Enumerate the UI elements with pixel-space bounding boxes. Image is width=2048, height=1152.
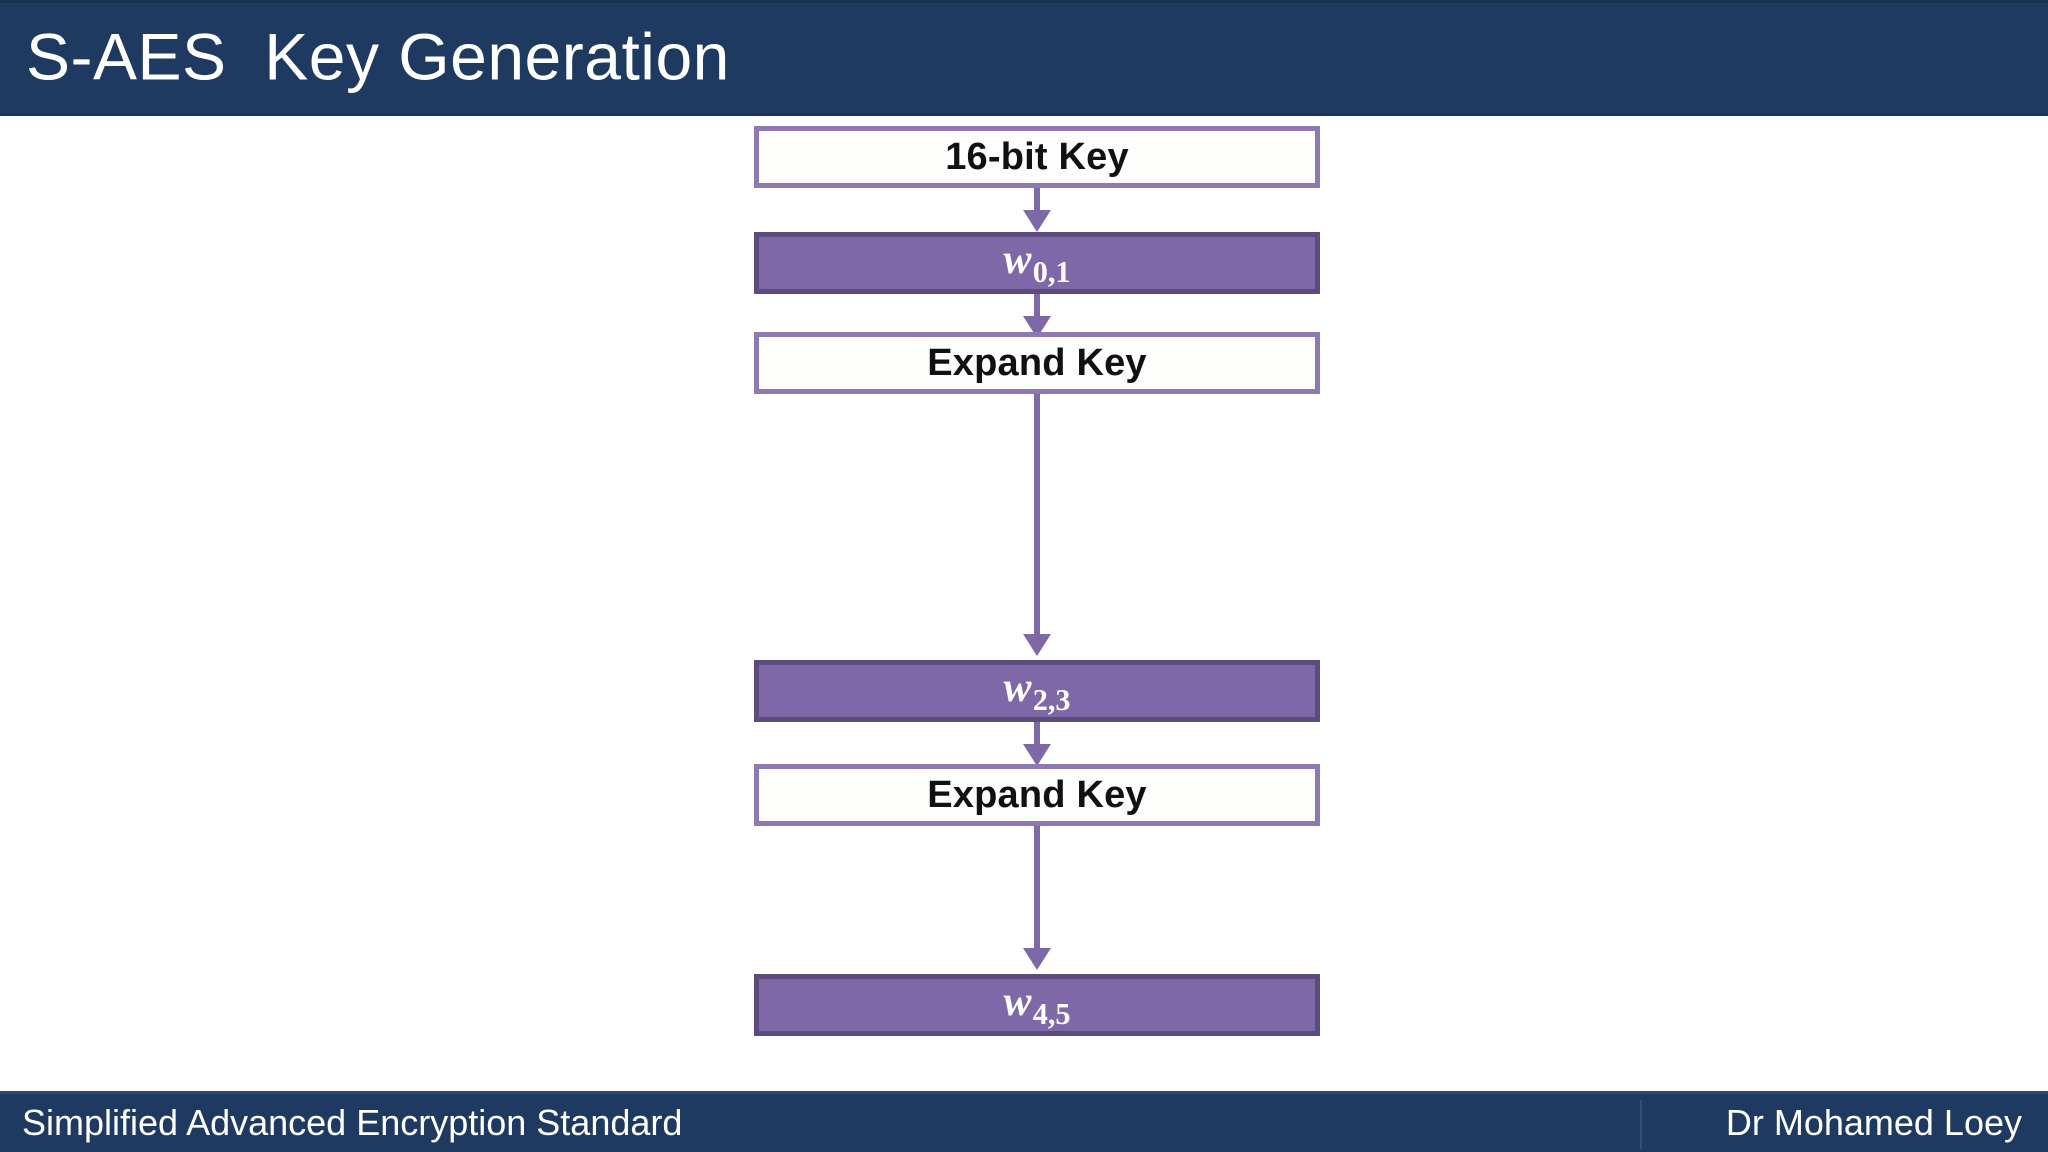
node-w01[interactable]: w0,1 (754, 232, 1320, 294)
footer-author-label: Dr Mohamed Loey (1725, 1102, 2022, 1143)
slide-header: S-AES Key Generation (0, 0, 2048, 116)
arrow-head-icon (1023, 210, 1051, 232)
node-label-base: w (1003, 665, 1032, 712)
diagram-canvas: 16-bit Key w0,1 Expand Key w2,3 Expand K… (0, 116, 2048, 1089)
node-16-bit-key[interactable]: 16-bit Key (754, 126, 1320, 188)
node-label: Expand Key (927, 342, 1147, 384)
arrow-shaft (1034, 826, 1040, 952)
node-label: 16-bit Key (945, 136, 1129, 178)
node-label: w0,1 (1003, 239, 1070, 287)
arrow-head-icon (1023, 634, 1051, 656)
slide-footer: Simplified Advanced Encryption Standard … (0, 1091, 2048, 1152)
node-label: w2,3 (1003, 667, 1070, 715)
node-label-base: w (1003, 237, 1032, 284)
node-w23[interactable]: w2,3 (754, 660, 1320, 722)
page-title: S-AES Key Generation (26, 19, 730, 94)
arrow-shaft (1034, 294, 1040, 320)
node-w45[interactable]: w4,5 (754, 974, 1320, 1036)
node-label-base: w (1003, 979, 1032, 1026)
node-expand-key-2[interactable]: Expand Key (754, 764, 1320, 826)
arrow-shaft (1034, 394, 1040, 638)
footer-divider (1640, 1100, 1642, 1149)
footer-subject-label: Simplified Advanced Encryption Standard (22, 1102, 683, 1143)
arrow-head-icon (1023, 744, 1051, 766)
node-label-subscript: 2,3 (1032, 682, 1071, 717)
arrow-shaft (1034, 188, 1040, 214)
node-expand-key-1[interactable]: Expand Key (754, 332, 1320, 394)
node-label-subscript: 0,1 (1032, 254, 1071, 289)
node-label: Expand Key (927, 774, 1147, 816)
arrow-head-icon (1023, 948, 1051, 970)
arrow-shaft (1034, 722, 1040, 748)
node-label-subscript: 4,5 (1032, 996, 1071, 1031)
node-label: w4,5 (1003, 981, 1070, 1029)
